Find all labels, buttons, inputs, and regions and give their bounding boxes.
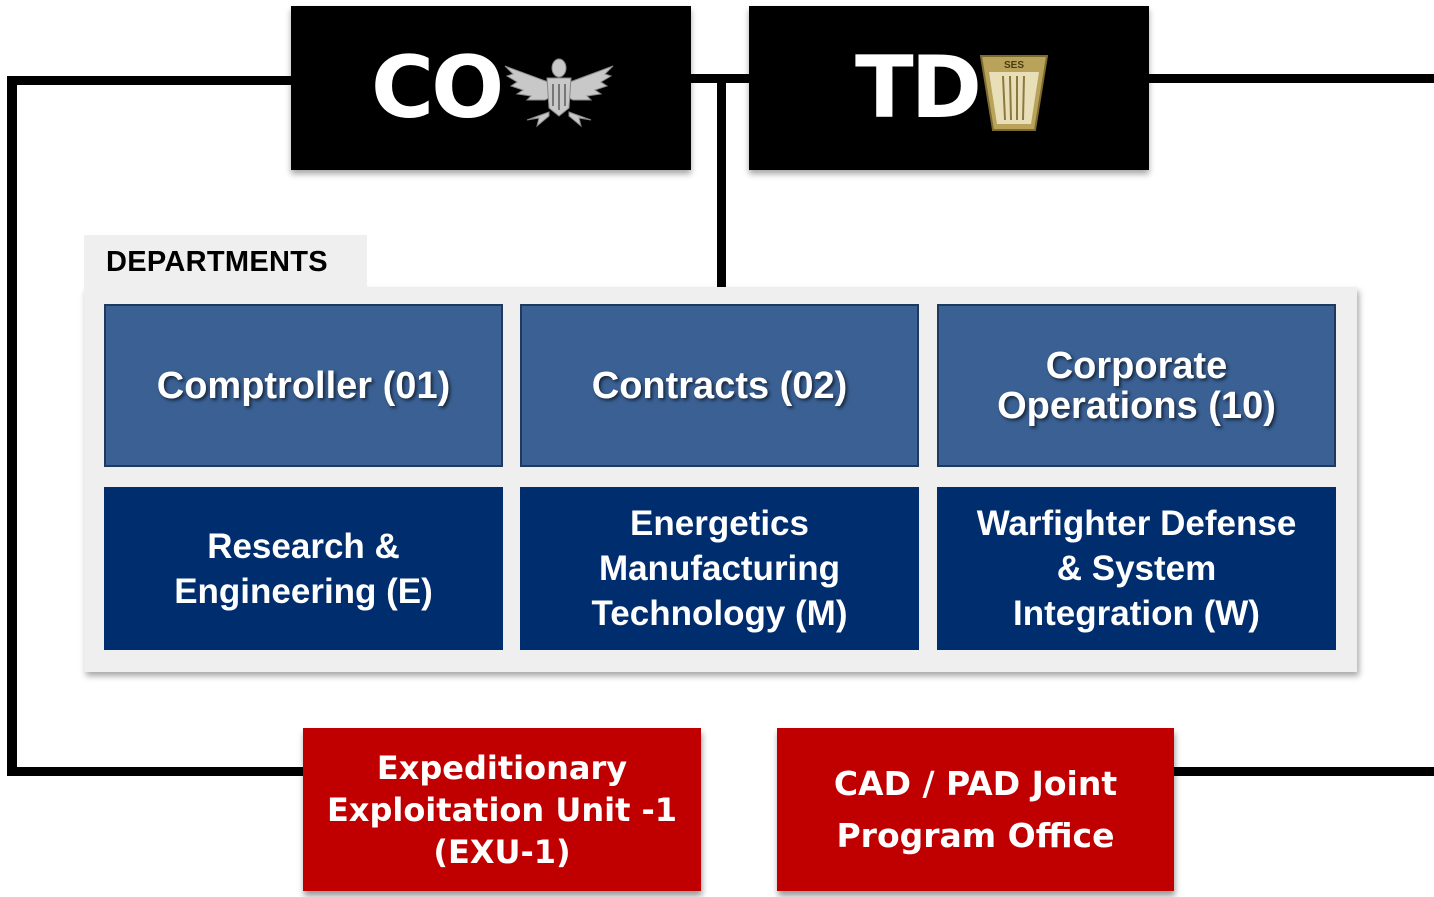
unit-exu-1-line: Exploitation Unit -1 xyxy=(326,790,678,829)
dept-comptroller: Comptroller (01) xyxy=(104,304,503,467)
dept-warfighter-line: & System xyxy=(1056,549,1217,588)
departments-tab xyxy=(84,235,367,289)
colonel-eagle-icon xyxy=(504,58,614,128)
co-box: CO xyxy=(291,6,691,170)
dept-warfighter-line: Warfighter Defense xyxy=(976,504,1297,543)
connector-left-vertical xyxy=(7,76,17,776)
dept-corporate-operations-line: Operations (10) xyxy=(997,384,1276,427)
unit-cad-pad-line: Program Office xyxy=(836,815,1115,855)
dept-warfighter-defense: Warfighter Defense & System Integration … xyxy=(937,487,1336,650)
connector-right-bottom xyxy=(1173,767,1434,776)
dept-energetics-line: Technology (M) xyxy=(591,594,848,633)
dept-corporate-operations: Corporate Operations (10) xyxy=(937,304,1336,467)
unit-exu-1-line: Expeditionary xyxy=(376,748,628,787)
dept-warfighter-line: Integration (W) xyxy=(1013,594,1260,633)
connector-center-vertical xyxy=(717,74,726,290)
connector-left-top xyxy=(7,76,293,85)
connector-right-top xyxy=(1147,74,1434,83)
dept-contracts: Contracts (02) xyxy=(520,304,919,467)
dept-research-engineering: Research & Engineering (E) xyxy=(104,487,503,650)
dept-corporate-operations-line: Corporate xyxy=(1045,344,1228,387)
dept-research-engineering-line: Engineering (E) xyxy=(174,571,433,611)
connector-left-bottom xyxy=(7,767,305,776)
ses-keystone-icon: SES xyxy=(979,55,1049,131)
td-box: TD SES xyxy=(749,6,1149,170)
unit-cad-pad-line: CAD / PAD Joint xyxy=(833,763,1118,803)
ses-insignia-text: SES xyxy=(1004,60,1024,71)
dept-energetics-line: Energetics xyxy=(630,504,809,543)
unit-exu-1: Expeditionary Exploitation Unit -1 (EXU-… xyxy=(303,728,701,891)
unit-cad-pad-jpo: CAD / PAD Joint Program Office xyxy=(777,728,1174,891)
co-label: CO xyxy=(371,38,504,138)
td-label: TD xyxy=(855,38,982,138)
departments-label: DEPARTMENTS xyxy=(106,246,328,278)
dept-contracts-label: Contracts (02) xyxy=(591,364,848,407)
dept-comptroller-label: Comptroller (01) xyxy=(156,364,451,407)
dept-research-engineering-line: Research & xyxy=(207,526,400,566)
dept-energetics-line: Manufacturing xyxy=(598,549,841,588)
unit-exu-1-line: (EXU-1) xyxy=(433,832,571,871)
dept-energetics-manufacturing: Energetics Manufacturing Technology (M) xyxy=(520,487,919,650)
